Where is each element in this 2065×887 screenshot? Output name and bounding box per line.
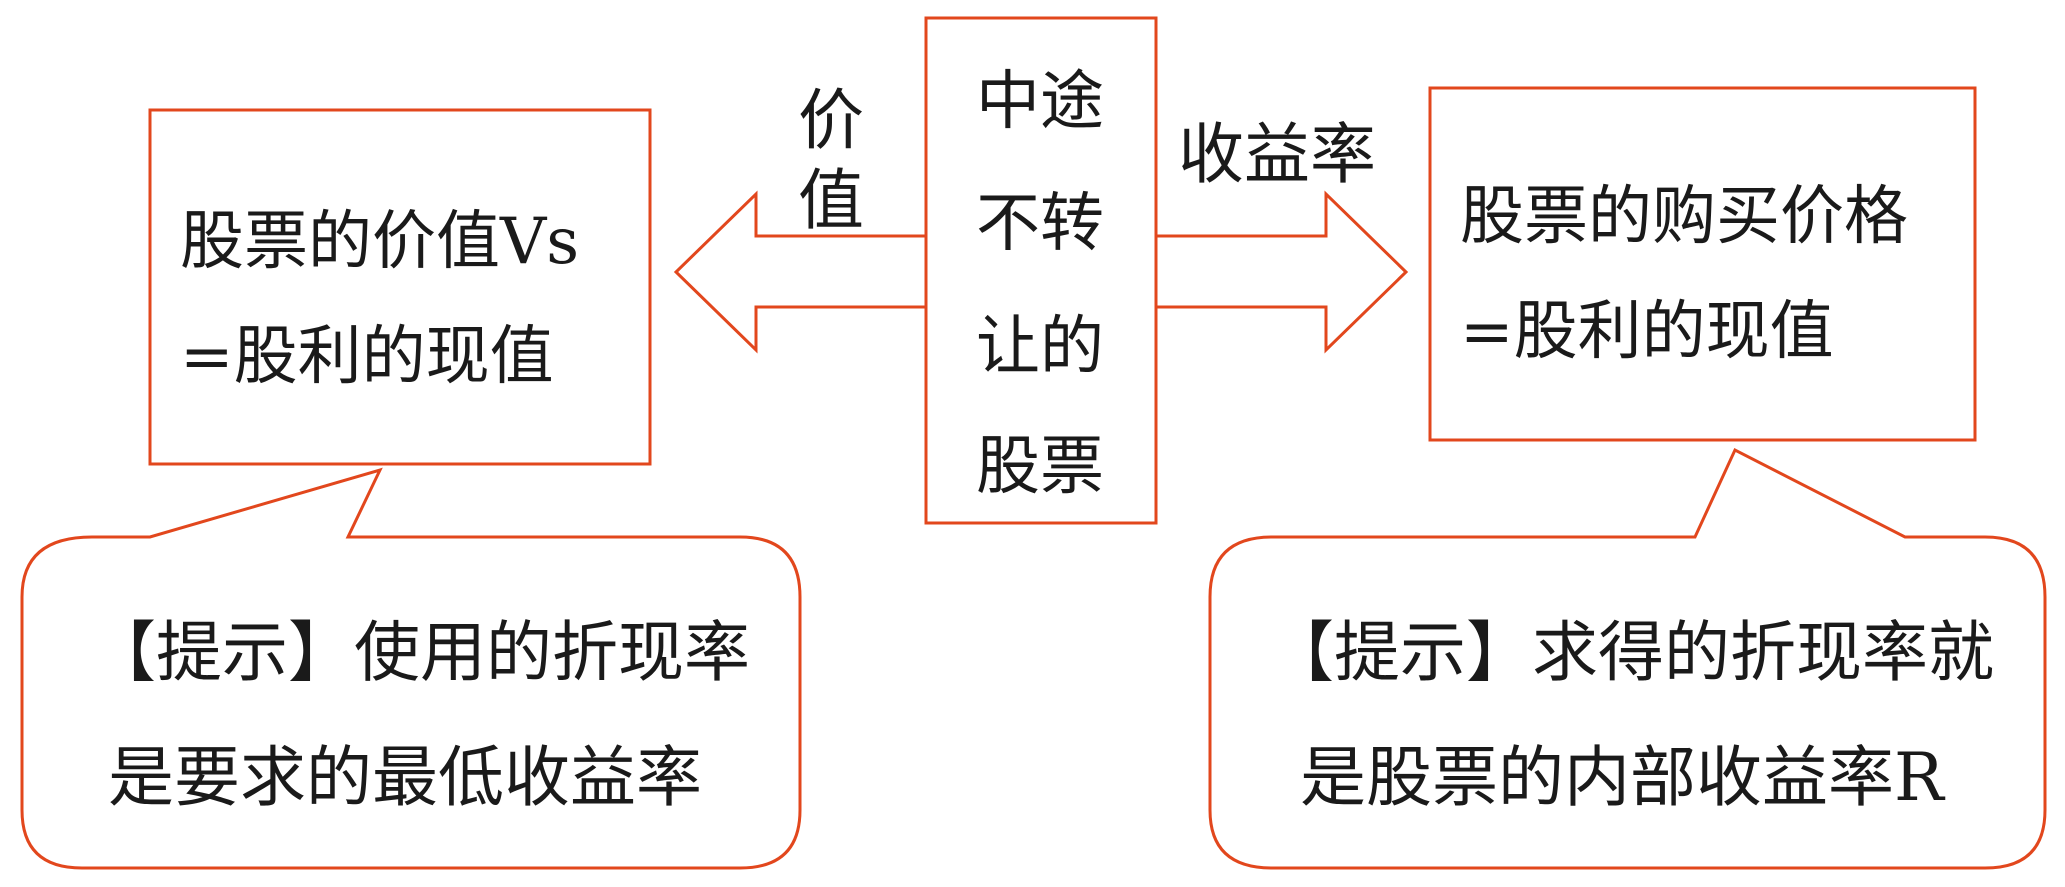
center-line-2: 不转 xyxy=(976,187,1104,261)
right-box xyxy=(1428,86,1977,442)
right-hint-callout xyxy=(1208,447,2047,870)
return-rate-label: 收益率 xyxy=(1178,116,1376,193)
right-hint-line-2: 是股票的内部收益率R xyxy=(1300,739,1944,816)
center-line-4: 股票 xyxy=(976,430,1104,504)
right-box-line-2: =股利的现值 xyxy=(1460,295,1834,369)
value-label-char-2: 值 xyxy=(798,162,864,239)
left-hint-callout xyxy=(20,467,802,870)
center-line-3: 让的 xyxy=(976,310,1104,384)
value-label-char-1: 价 xyxy=(798,82,864,159)
left-hint-line-1: 【提示】使用的折现率 xyxy=(90,614,750,691)
center-line-1: 中途 xyxy=(976,65,1104,139)
left-box-line-1: 股票的价值Vs xyxy=(180,205,580,279)
right-arrow-shape xyxy=(1154,190,1409,354)
left-arrow-shape xyxy=(673,190,928,354)
left-box-line-2: =股利的现值 xyxy=(180,320,554,394)
right-hint-line-1: 【提示】求得的折现率就 xyxy=(1268,614,1994,691)
center-box xyxy=(924,16,1158,525)
left-box xyxy=(148,108,652,466)
left-hint-line-2: 是要求的最低收益率 xyxy=(108,739,702,816)
right-box-line-1: 股票的购买价格 xyxy=(1460,180,1908,254)
